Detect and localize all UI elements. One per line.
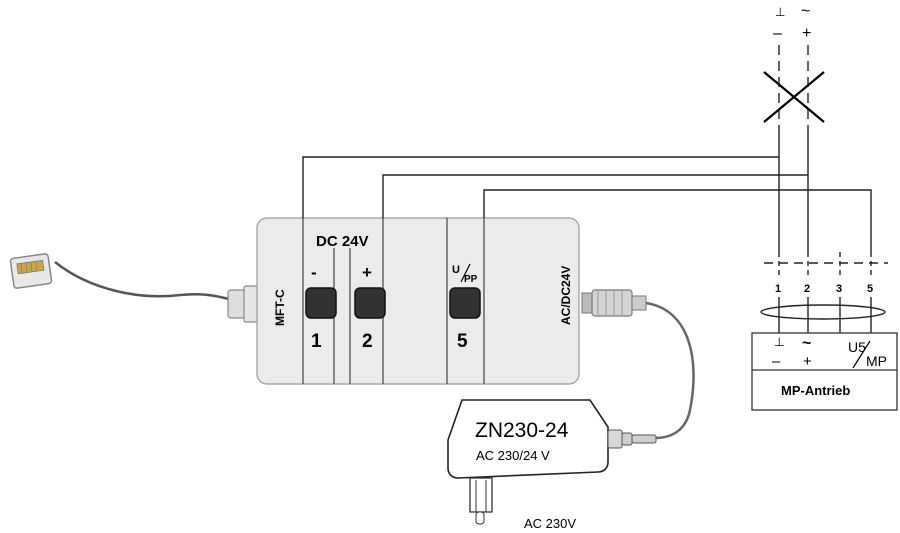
actuator-u5-label: U5 <box>848 339 866 355</box>
mft-label: MFT-C <box>273 289 287 326</box>
dc-jack-icon <box>581 289 647 317</box>
actuator-box <box>751 332 898 411</box>
terminal-1-number: 1 <box>311 331 322 352</box>
actuator-pin-2: 2 <box>804 283 810 295</box>
dc-voltage-label: DC 24V <box>316 233 369 250</box>
top-plus-symbol: + <box>802 25 811 42</box>
control-wires <box>302 156 872 252</box>
top-minus-symbol: – <box>773 25 782 42</box>
mft-module <box>256 217 580 385</box>
actuator-ground-symbol: ⊥ <box>774 335 784 349</box>
actuator-pin-1: 1 <box>775 283 781 295</box>
terminal-1 <box>305 287 337 319</box>
adapter-rating: AC 230/24 V <box>476 448 550 463</box>
power-adapter <box>447 399 657 525</box>
terminal-5-sign-u: U <box>452 264 460 276</box>
terminal-2-sign: + <box>362 263 372 282</box>
adapter-supply-label: AC 230V <box>524 516 576 531</box>
acdc-label: AC/DC24V <box>559 266 573 325</box>
actuator-mp-label: MP <box>866 353 887 369</box>
top-ac-symbol: ~ <box>801 3 810 20</box>
adapter-model: ZN230-24 <box>475 419 569 442</box>
terminal-5 <box>449 287 481 319</box>
actuator-plus-symbol: + <box>803 353 812 370</box>
terminal-5-number: 5 <box>457 331 468 352</box>
cable-gland-icon <box>227 285 259 323</box>
supply-lines <box>778 45 809 252</box>
actuator-minus-symbol: – <box>772 353 781 370</box>
actuator-ac-symbol: ~ <box>802 335 811 352</box>
actuator-pins <box>760 252 888 333</box>
terminal-2-number: 2 <box>362 331 373 352</box>
actuator-pin-5: 5 <box>867 283 873 295</box>
actuator-pin-3: 3 <box>836 283 842 295</box>
rj45-plug-icon <box>9 253 233 302</box>
disconnect-cross-icon <box>763 71 825 123</box>
terminal-2 <box>354 287 386 319</box>
actuator-name: MP-Antrieb <box>781 383 850 398</box>
terminal-1-sign: - <box>311 263 317 282</box>
top-ground-symbol: ⊥ <box>775 5 785 19</box>
adapter-cable <box>645 301 695 440</box>
terminal-5-sign-pp: PP <box>464 274 478 285</box>
